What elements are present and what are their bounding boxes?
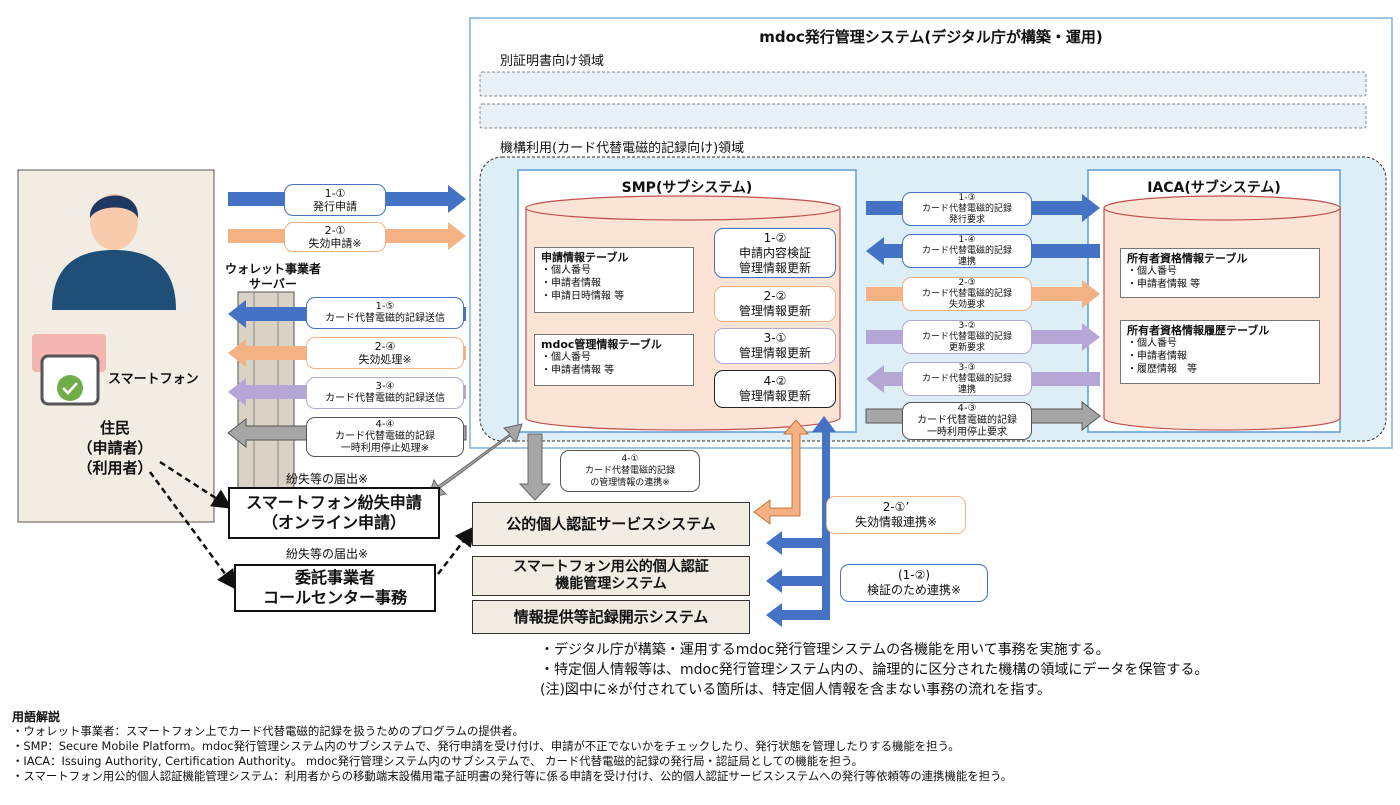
table-item: ・申請者情報 等 xyxy=(1127,279,1201,290)
table-item: ・申請日時情報 等 xyxy=(541,291,625,302)
jpki-system: 公的個人認証サービスシステム xyxy=(472,502,750,546)
lost-note-2: 紛失等の届出※ xyxy=(286,547,369,561)
resident-label: 住民（申請者）（利用者） xyxy=(77,419,153,477)
mdoc-title: mdoc発行管理システム(デジタル庁が構築・運用) xyxy=(759,28,1103,46)
label-1-2-paren: (1-②)検証のため連携※ xyxy=(840,564,988,602)
iaca-table-owner: 所有者資格情報テーブル ・個人番号 ・申請者情報 等 xyxy=(1120,248,1320,298)
arrow-2-1-prime xyxy=(753,419,809,525)
table-item: ・申請者情報 xyxy=(541,278,601,289)
other-area-bar-1 xyxy=(479,71,1367,97)
smartphone-label: スマートフォン xyxy=(108,372,199,387)
dashed-arrow-call xyxy=(148,471,237,591)
table-item: ・個人番号 xyxy=(1127,338,1177,349)
table-title: 所有者資格情報テーブル xyxy=(1127,252,1248,265)
iaca-cylinder xyxy=(1103,208,1341,431)
glossary-list: ・ウォレット事業者：スマートフォン上でカード代替電磁的記録を扱うためのプログラム… xyxy=(12,724,1013,783)
person-icon xyxy=(52,250,176,310)
callcenter-box: 委託事業者コールセンター事務 xyxy=(234,564,436,612)
label-2-1-prime: 2-①’失効情報連携※ xyxy=(826,496,966,534)
phone-jpki-system: スマートフォン用公的個人認証機能管理システム xyxy=(472,556,750,596)
arrow-1-2-vertical xyxy=(812,416,836,620)
lost-online-box: スマートフォン紛失申請（オンライン申請） xyxy=(228,487,440,539)
arrow-4-1 xyxy=(518,433,552,501)
table-item: ・申請者情報 等 xyxy=(541,365,615,376)
org-area-label: 機構利用(カード代替電磁的記録向け)領域 xyxy=(500,141,745,156)
other-area-label: 別証明書向け領域 xyxy=(500,54,605,69)
wallet-server xyxy=(237,291,295,509)
notes: ・デジタル庁が構築・運用するmdoc発行管理システムの各機能を用いて事務を実施す… xyxy=(540,642,1209,698)
table-title: 所有者資格情報履歴テーブル xyxy=(1127,324,1270,337)
table-item: ・個人番号 xyxy=(541,352,591,363)
smp-table-mdoc: mdoc管理情報テーブル ・個人番号 ・申請者情報 等 xyxy=(534,334,694,386)
wallet-server-label: ウォレット事業者サーバー xyxy=(224,262,321,291)
glossary-title: 用語解説 xyxy=(12,710,61,724)
lost-note-1: 紛失等の届出※ xyxy=(286,472,369,486)
table-item: ・個人番号 xyxy=(1127,266,1177,277)
smp-title: SMP(サブシステム) xyxy=(621,180,753,196)
table-item: ・個人番号 xyxy=(541,265,591,276)
iaca-table-history: 所有者資格情報履歴テーブル ・個人番号 ・申請者情報 ・履歴情報 等 xyxy=(1120,320,1320,384)
table-item: ・申請者情報 xyxy=(1127,351,1187,362)
info-disclosure-system: 情報提供等記録開示システム xyxy=(472,600,750,634)
table-title: mdoc管理情報テーブル xyxy=(541,338,662,351)
dashed-arrow-jpki xyxy=(437,526,476,575)
dashed-arrow-online xyxy=(159,460,233,509)
smp-table-application: 申請情報テーブル ・個人番号 ・申請者情報 ・申請日時情報 等 xyxy=(534,247,694,313)
table-item: ・履歴情報 等 xyxy=(1127,364,1197,375)
other-area-bar-2 xyxy=(479,103,1367,129)
table-title: 申請情報テーブル xyxy=(541,251,629,264)
iaca-title: IACA(サブシステム) xyxy=(1147,180,1281,196)
